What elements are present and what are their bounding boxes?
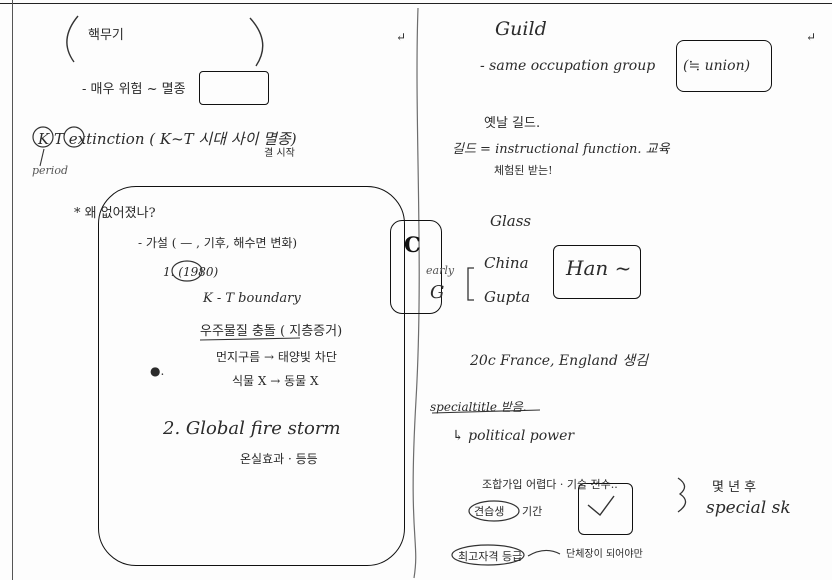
line-item2: 2. Global fire storm xyxy=(163,418,341,439)
box-han xyxy=(553,245,641,299)
page-top-border xyxy=(0,3,832,4)
line-tech: 조합가입 어렵다 · 기술 전수.. xyxy=(482,478,618,491)
line-risk: - 매우 위험 ~ 멸종 xyxy=(82,82,186,97)
line-union: (≒ union) xyxy=(683,58,751,74)
line-plants: 식물 X → 동물 X xyxy=(232,374,319,388)
line-apprentice: 견습생 xyxy=(474,505,505,518)
box-letter-c xyxy=(390,220,442,314)
line-political-power: ↳ political power xyxy=(452,428,575,444)
annotation-letter-c: C xyxy=(404,232,421,257)
line-gupta: Gupta xyxy=(484,288,531,306)
line-item1: 1. (1980) xyxy=(163,265,219,279)
line-early: early xyxy=(426,264,455,277)
heading-nuclear-weapons: 핵무기 xyxy=(88,28,124,43)
line-why-title: * 왜 없어졌나? xyxy=(74,206,156,221)
line-hypothesis: - 가설 ( — , 기후, 해수면 변화) xyxy=(138,236,298,250)
line-guild-function: 길드 = instructional function. 교육 xyxy=(452,142,670,157)
box-why-section xyxy=(98,186,405,566)
return-mark-right: ↵ xyxy=(806,30,817,44)
line-apprentice-rest: 기간 xyxy=(522,505,543,518)
guild-title: Guild xyxy=(495,18,547,40)
line-china: China xyxy=(484,254,529,272)
line-guild-function2: 체험된 받는! xyxy=(494,164,553,177)
line-period: period xyxy=(32,164,68,177)
line-collision: 우주물질 충돌 ( 지층증거) xyxy=(200,324,343,339)
line-g-mark: G xyxy=(430,282,445,303)
line-occupation: - same occupation group xyxy=(480,58,656,74)
line-dust: 먼지구름 → 태양빛 차단 xyxy=(216,350,337,364)
box-union xyxy=(676,40,772,92)
box-extinction-word xyxy=(199,71,269,105)
line-bullet: ●. xyxy=(150,364,165,378)
return-mark-left: ↵ xyxy=(396,30,407,44)
line-kt-note: 결 시작 xyxy=(264,148,295,159)
line-brace-note: 몇 년 후 xyxy=(712,480,757,495)
line-item2-sub: 온실효과 · 등등 xyxy=(240,452,318,466)
line-glass: Glass xyxy=(490,212,532,230)
box-check xyxy=(578,483,633,535)
line-kt-boundary: K - T boundary xyxy=(203,291,301,306)
line-special-title: specialtitle 받음. xyxy=(430,400,527,414)
line-20c: 20c France, England 생김 xyxy=(470,353,649,369)
line-master-rest: 단체장이 되어야만 xyxy=(566,549,643,560)
line-han: Han ~ xyxy=(566,256,632,280)
line-master: 최고자격 등급 xyxy=(458,550,523,563)
line-kt-extinction: K T extinction ( K~T 시대 사이 멸종) xyxy=(38,130,297,148)
line-old-guild: 옛날 길드. xyxy=(484,116,541,131)
page-left-border xyxy=(12,0,13,580)
line-special-skill: special sk xyxy=(706,498,791,518)
